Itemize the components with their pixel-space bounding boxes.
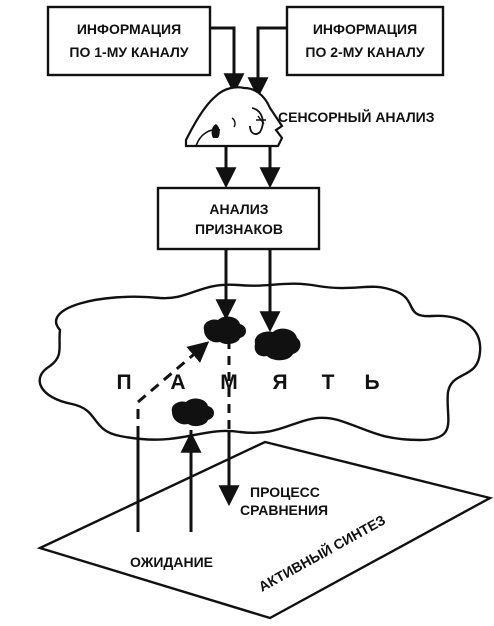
memory-trace-blob-2 [254, 328, 301, 361]
channel2-box [285, 5, 445, 77]
arrow-channel1-to-head [210, 26, 245, 95]
channel1-line2: ПО 1-МУ КАНАЛУ [69, 44, 188, 60]
memory-trace-blob-1 [203, 316, 246, 345]
comparison-line1: ПРОЦЕСС [250, 484, 320, 500]
channel2-line2: ПО 2-МУ КАНАЛУ [305, 44, 424, 60]
memory-letter: А [170, 371, 185, 394]
channel1-line1: ИНФОРМАЦИЯ [77, 21, 181, 37]
expectation-label: ОЖИДАНИЕ [130, 554, 213, 570]
expectation-arrow-main-dashed [136, 341, 210, 436]
channel2-line1: ИНФОРМАЦИЯ [313, 21, 417, 37]
feature-analysis-box [156, 186, 321, 251]
memory-letter: Ь [364, 371, 379, 394]
memory-trace-blob-3 [171, 398, 214, 427]
feature-analysis-line1: АНАЛИЗ [209, 201, 268, 217]
memory-letter: Я [272, 371, 287, 394]
memory-letter: Т [322, 371, 335, 394]
memory-cloud [38, 282, 482, 442]
memory-letter: М [220, 371, 238, 394]
feature-analysis-line2: ПРИЗНАКОВ [195, 221, 283, 237]
comparison-line2: СРАВНЕНИЯ [240, 502, 328, 518]
arrow-channel2-to-head [247, 26, 287, 99]
memory-letter: П [116, 371, 131, 394]
channel1-box [46, 5, 212, 77]
sensory-analysis-label: СЕНСОРНЫЙ АНАЛИЗ [278, 108, 435, 125]
head-illustration [184, 86, 284, 148]
